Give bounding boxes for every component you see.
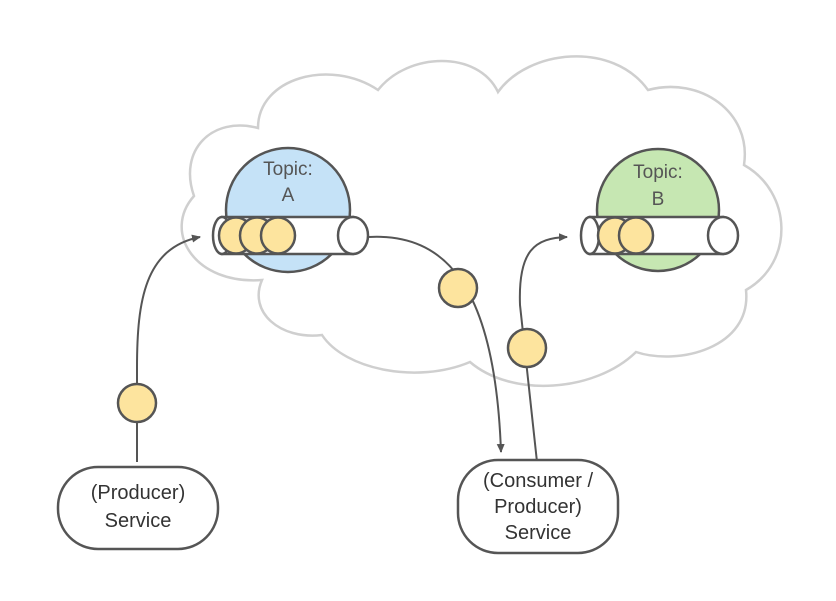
topic-a-queue-head <box>336 215 370 256</box>
topic-b-queue-tail <box>579 215 601 256</box>
producer-service-box <box>56 465 220 551</box>
producer-service[interactable]: (Producer) Service <box>56 465 220 551</box>
consumer-producer-service-box <box>456 458 620 555</box>
topic-a-label-line2: A <box>282 185 295 206</box>
cluster-cloud <box>180 55 783 388</box>
consumer-producer-service[interactable]: (Consumer / Producer) Service <box>456 458 620 555</box>
topic-b[interactable]: Topic: B <box>579 147 740 273</box>
producer-service-label-line2: Service <box>105 510 172 532</box>
message-in-flight <box>116 382 158 424</box>
topic-a-to-consumer-arrow <box>368 235 505 453</box>
producer-to-topic-a-arrow <box>136 234 201 462</box>
consumer-producer-service-label-line3: Service <box>505 522 572 544</box>
consumer-producer-service-label-line1: (Consumer / <box>483 470 593 492</box>
consumer-to-topic-b-arrow <box>518 233 568 463</box>
producer-service-label-line1: (Producer) <box>91 482 185 504</box>
message-in-flight <box>506 327 548 369</box>
topic-b-queue-head <box>706 215 740 256</box>
topic-a-label-line1: Topic: <box>263 159 313 180</box>
topic-b-message <box>617 216 655 255</box>
topic-a-message <box>259 216 297 255</box>
topic-a[interactable]: Topic: A <box>211 146 370 274</box>
topic-b-label-line2: B <box>652 189 665 210</box>
topic-b-label-line1: Topic: <box>633 162 683 183</box>
message-in-flight <box>437 267 479 309</box>
consumer-producer-service-label-line2: Producer) <box>494 496 582 518</box>
